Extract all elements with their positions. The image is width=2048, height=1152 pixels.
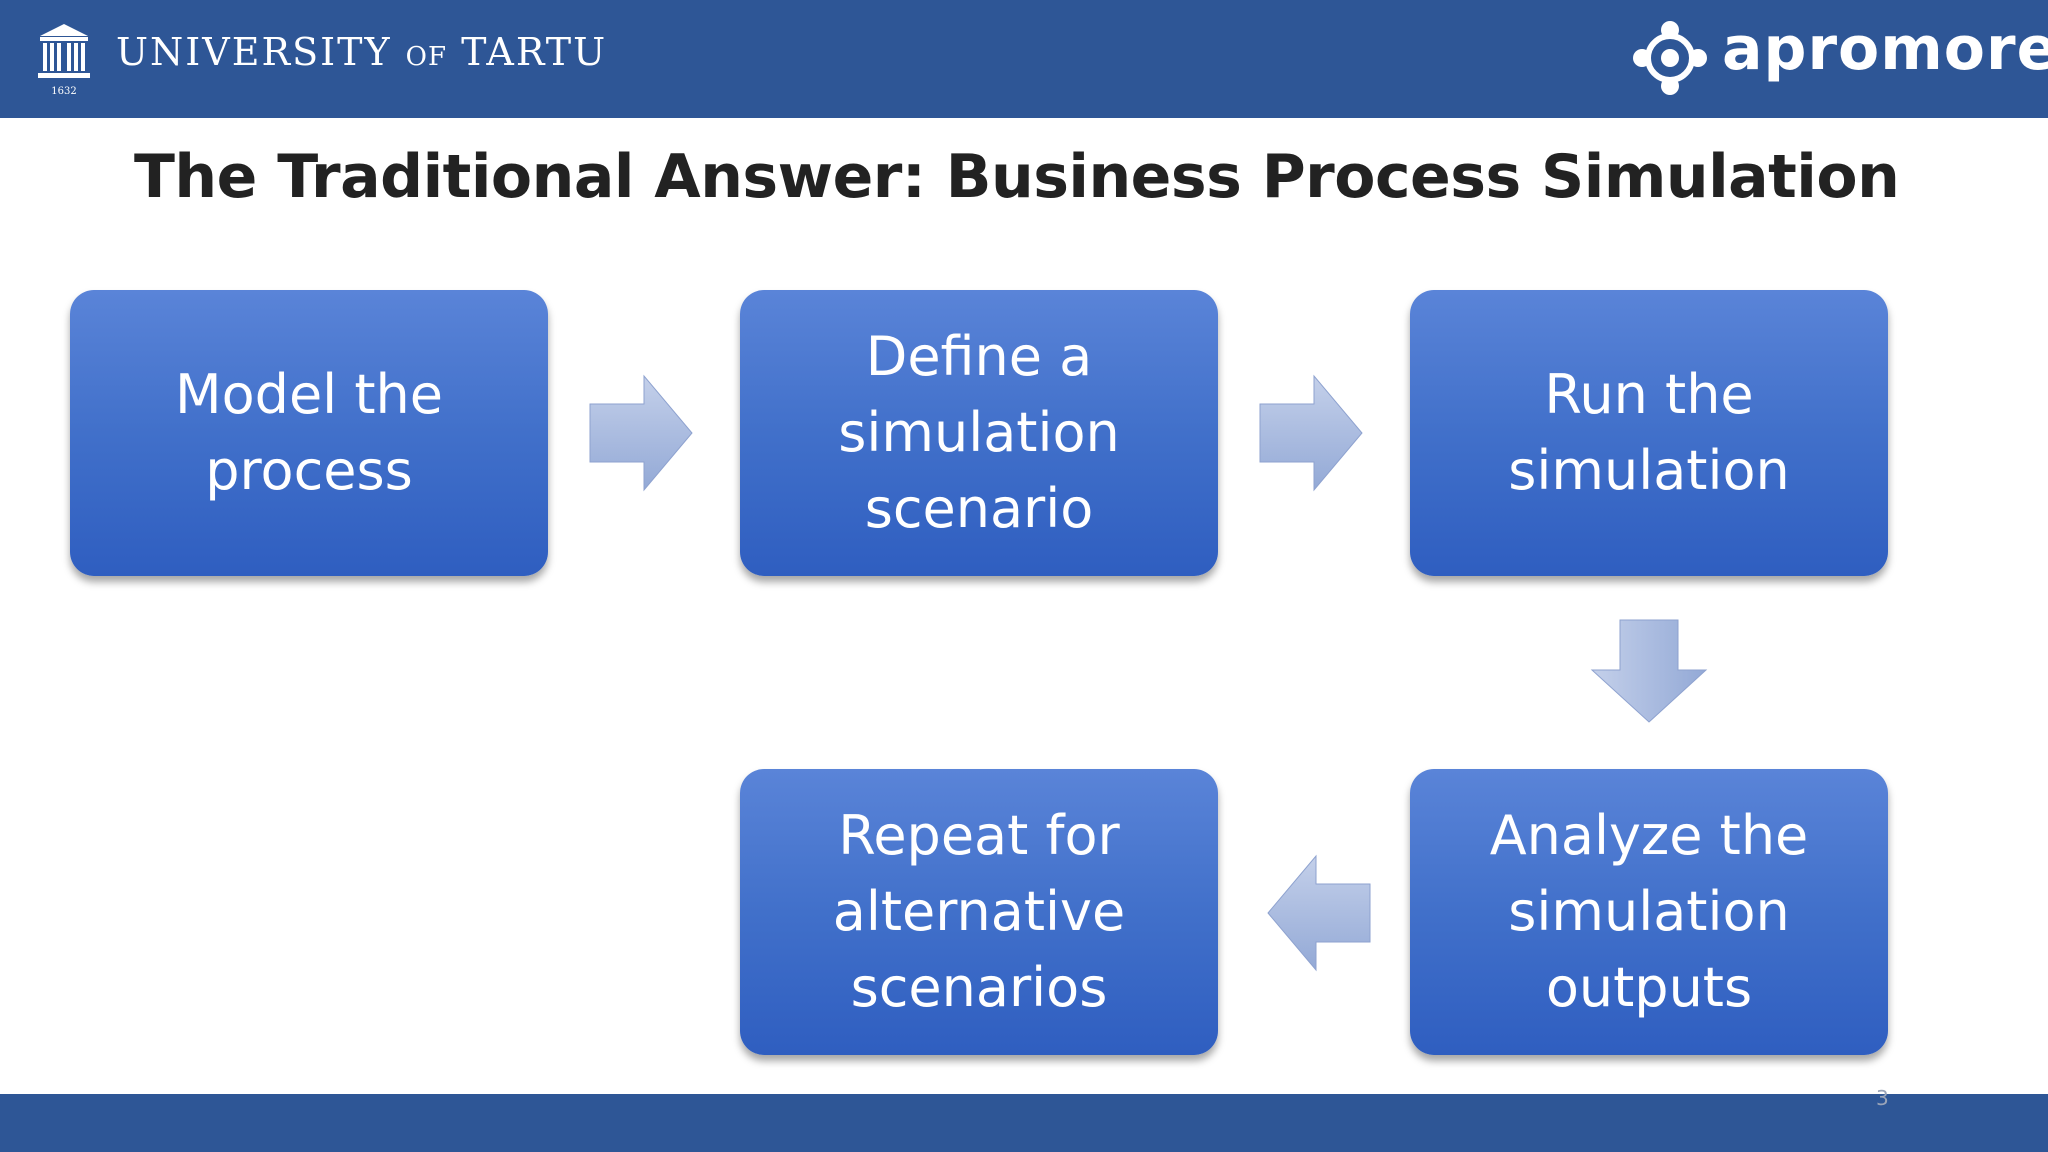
- arrow-left-icon: [1267, 854, 1371, 972]
- step-label-line: simulation: [1508, 439, 1790, 502]
- step-analyze-outputs: Analyze the simulation outputs: [1410, 769, 1888, 1055]
- step-label-line: Define a: [865, 325, 1093, 388]
- step-label-line: Model the: [175, 363, 443, 426]
- apromore-wordmark: apromore: [1722, 14, 2048, 84]
- step-label: Run the simulation: [1508, 357, 1790, 509]
- step-label-line: alternative: [832, 880, 1126, 943]
- university-building-icon: 1632: [38, 24, 90, 97]
- university-name: UNIVERSITY OF TARTU: [116, 30, 607, 74]
- university-name-of: OF: [405, 42, 448, 72]
- footer-bar: [0, 1094, 2048, 1152]
- step-label-line: outputs: [1545, 956, 1753, 1019]
- step-label-line: Run the: [1544, 363, 1754, 426]
- step-label: Analyze the simulation outputs: [1490, 798, 1809, 1026]
- step-label-line: simulation: [838, 401, 1120, 464]
- header-bar: 1632 UNIVERSITY OF TARTU apromore: [0, 0, 2048, 118]
- step-label-line: simulation: [1508, 880, 1790, 943]
- university-name-prefix: UNIVERSITY: [116, 30, 392, 74]
- step-label-line: scenarios: [850, 956, 1108, 1019]
- step-label-line: Repeat for: [838, 804, 1120, 867]
- step-label-line: Analyze the: [1489, 804, 1809, 867]
- university-name-suffix: TARTU: [461, 30, 608, 74]
- step-label: Repeat for alternative scenarios: [833, 798, 1125, 1026]
- step-label-line: scenario: [864, 477, 1094, 540]
- slide-title: The Traditional Answer: Business Process…: [134, 142, 1900, 212]
- founding-year: 1632: [51, 86, 76, 97]
- step-label: Define a simulation scenario: [838, 319, 1120, 547]
- step-define-scenario: Define a simulation scenario: [740, 290, 1218, 576]
- apromore-network-icon: [1633, 21, 1707, 95]
- step-run-simulation: Run the simulation: [1410, 290, 1888, 576]
- step-model-process: Model the process: [70, 290, 548, 576]
- page-number: 3: [1876, 1086, 1889, 1110]
- arrow-right-icon: [589, 374, 693, 492]
- step-repeat-scenarios: Repeat for alternative scenarios: [740, 769, 1218, 1055]
- step-label-line: process: [205, 439, 413, 502]
- arrow-down-icon: [1590, 619, 1708, 723]
- arrow-right-icon: [1259, 374, 1363, 492]
- step-label: Model the process: [175, 357, 443, 509]
